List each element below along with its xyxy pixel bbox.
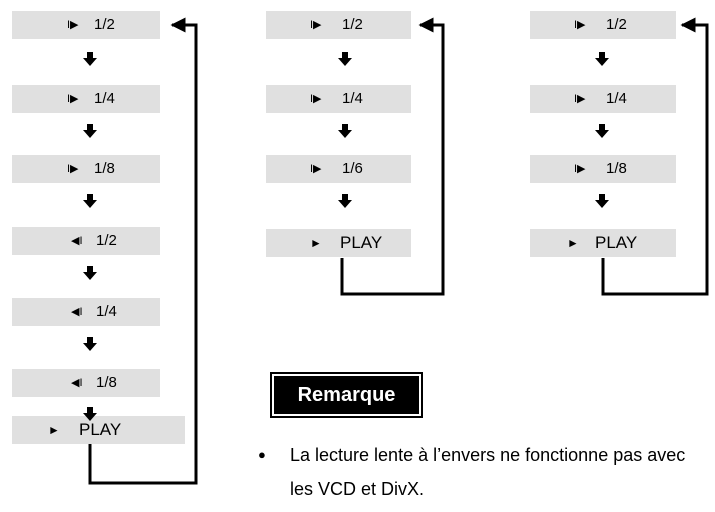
- down-arrow-icon: [83, 194, 97, 208]
- step-label: PLAY: [340, 233, 383, 252]
- loop-back-line-col1: [88, 17, 198, 485]
- down-arrow-icon: [83, 52, 97, 66]
- play-icon: ►: [567, 236, 579, 250]
- remark-note: ● La lecture lente à l’envers ne fonctio…: [258, 438, 698, 506]
- down-arrow-icon: [83, 337, 97, 351]
- step-label: 1/4: [96, 303, 117, 320]
- step-label: 1/6: [342, 160, 363, 177]
- col1-step: ◀I 1/2: [12, 227, 160, 255]
- down-arrow-icon: [338, 52, 352, 66]
- down-arrow-icon: [595, 194, 609, 208]
- col1-step: I▶ 1/4: [12, 85, 160, 113]
- step-label: 1/8: [94, 160, 115, 177]
- step-label: PLAY: [595, 233, 638, 252]
- forward-step-icon: I▶: [574, 93, 586, 105]
- loop-back-line-col2: [340, 17, 445, 296]
- col1-step-play: ► PLAY: [12, 416, 185, 444]
- step-label: PLAY: [79, 420, 122, 439]
- col3-step: I▶ 1/2: [530, 11, 676, 39]
- col2-step-play: ► PLAY: [266, 229, 411, 257]
- forward-step-icon: I▶: [67, 163, 79, 175]
- col3-step: I▶ 1/8: [530, 155, 676, 183]
- reverse-step-icon: ◀I: [71, 235, 83, 247]
- remark-text: La lecture lente à l’envers ne fonctionn…: [290, 445, 686, 499]
- step-label: 1/2: [606, 16, 627, 33]
- col1-step: I▶ 1/8: [12, 155, 160, 183]
- down-arrow-icon: [595, 124, 609, 138]
- col3-step-play: ► PLAY: [530, 229, 676, 257]
- step-label: 1/4: [606, 90, 627, 107]
- play-icon: ►: [48, 423, 60, 437]
- down-arrow-icon: [595, 52, 609, 66]
- reverse-step-icon: ◀I: [71, 377, 83, 389]
- down-arrow-icon: [338, 124, 352, 138]
- forward-step-icon: I▶: [574, 19, 586, 31]
- down-arrow-icon: [83, 407, 97, 421]
- remark-title: Remarque: [272, 374, 421, 416]
- forward-step-icon: I▶: [310, 19, 322, 31]
- col2-step: I▶ 1/4: [266, 85, 411, 113]
- col2-step: I▶ 1/6: [266, 155, 411, 183]
- step-label: 1/2: [342, 16, 363, 33]
- down-arrow-icon: [83, 266, 97, 280]
- forward-step-icon: I▶: [310, 93, 322, 105]
- step-label: 1/8: [96, 374, 117, 391]
- forward-step-icon: I▶: [67, 93, 79, 105]
- step-label: 1/8: [606, 160, 627, 177]
- forward-step-icon: I▶: [67, 19, 79, 31]
- col3-step: I▶ 1/4: [530, 85, 676, 113]
- col2-step: I▶ 1/2: [266, 11, 411, 39]
- step-label: 1/4: [342, 90, 363, 107]
- forward-step-icon: I▶: [574, 163, 586, 175]
- reverse-step-icon: ◀I: [71, 306, 83, 318]
- remark-badge: Remarque: [270, 372, 423, 418]
- step-label: 1/2: [94, 16, 115, 33]
- down-arrows: [83, 52, 609, 421]
- down-arrow-icon: [83, 124, 97, 138]
- col1-step: I▶ 1/2: [12, 11, 160, 39]
- step-label: 1/4: [94, 90, 115, 107]
- loop-lines: [88, 17, 709, 485]
- col1-step: ◀I 1/4: [12, 298, 160, 326]
- down-arrow-icon: [338, 194, 352, 208]
- col1-step: ◀I 1/8: [12, 369, 160, 397]
- bullet-icon: ●: [258, 447, 266, 462]
- loop-back-line-col3: [601, 17, 709, 296]
- forward-step-icon: I▶: [310, 163, 322, 175]
- play-icon: ►: [310, 236, 322, 250]
- step-label: 1/2: [96, 232, 117, 249]
